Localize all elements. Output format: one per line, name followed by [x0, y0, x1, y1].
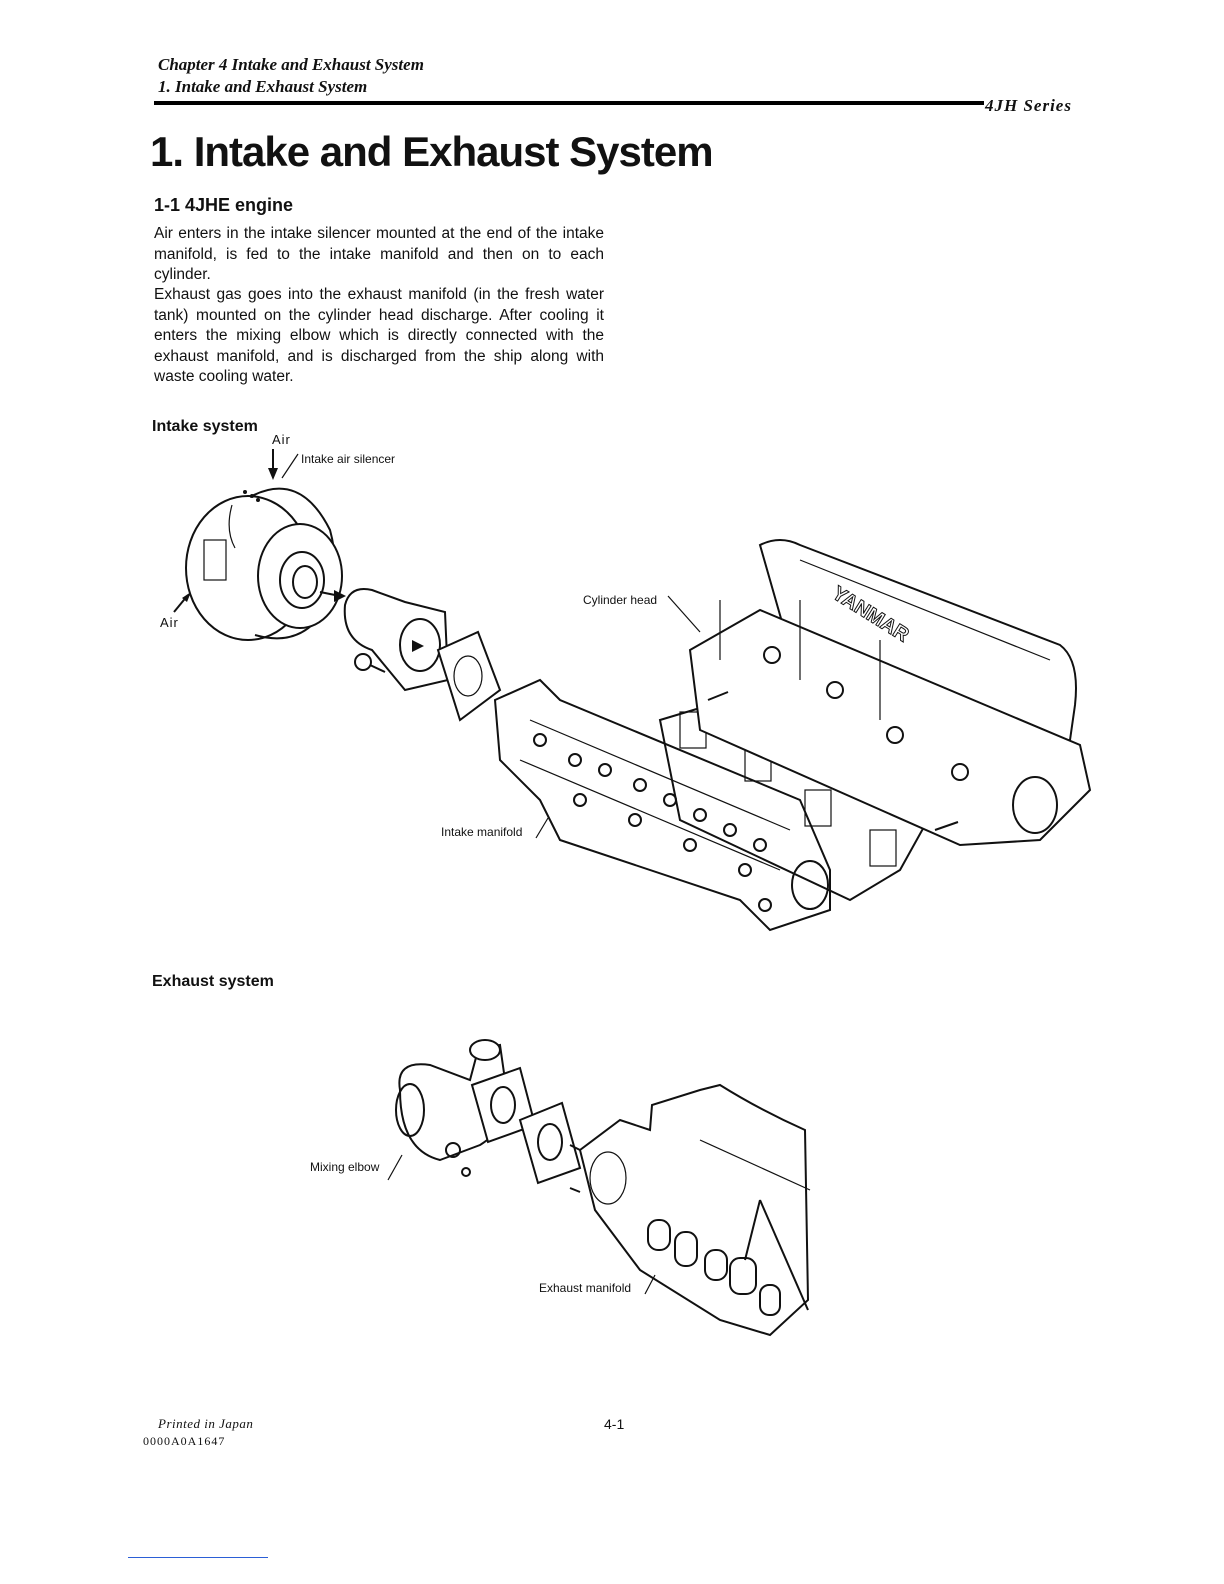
cylinder-head-label: Cylinder head — [583, 593, 658, 607]
air-arrow-left — [173, 592, 191, 613]
series-label: 4JH Series — [985, 96, 1072, 115]
exhaust-gasket-drawing — [518, 1101, 582, 1185]
document-code: 0000A0A1647 — [143, 1434, 226, 1448]
mixing-elbow-label: Mixing elbow — [310, 1160, 380, 1174]
chapter-header: Chapter 4 Intake and Exhaust System — [158, 55, 424, 74]
subsection-title: 1-1 4JHE engine — [154, 195, 294, 215]
intake-manifold-drawing — [493, 678, 831, 932]
page-number: 4-1 — [604, 1416, 625, 1432]
air-label-left: Air — [160, 615, 179, 630]
exhaust-manifold-label: Exhaust manifold — [539, 1281, 632, 1295]
printed-in-label: Printed in Japan — [158, 1416, 254, 1431]
intake-system-heading: Intake system — [152, 418, 258, 435]
cylinder-head-leader — [667, 595, 701, 633]
intake-air-silencer-label: Intake air silencer — [301, 452, 396, 466]
mixing-elbow-drawing — [395, 1039, 537, 1177]
exhaust-system-heading: Exhaust system — [152, 973, 274, 990]
intake-adapter-drawing — [343, 588, 502, 722]
section-header: 1. Intake and Exhaust System — [158, 77, 368, 96]
air-label-top: Air — [272, 432, 291, 447]
exhaust-paragraph: Exhaust gas goes into the exhaust manifo… — [154, 286, 604, 385]
mixing-elbow-leader — [387, 1154, 403, 1181]
intake-manifold-leader — [535, 817, 549, 839]
intake-manifold-label: Intake manifold — [441, 825, 523, 839]
air-arrow-top — [268, 449, 299, 480]
header-rule — [154, 101, 984, 105]
exhaust-manifold-leader — [644, 1274, 656, 1295]
bottom-link-line — [128, 1557, 268, 1558]
exhaust-manifold-drawing — [569, 1083, 811, 1337]
intake-paragraph: Air enters in the intake silencer mounte… — [154, 225, 604, 283]
cylinder-head-drawing: YANMAR — [658, 539, 1092, 902]
intake-silencer-drawing — [185, 487, 346, 641]
page-title: 1. Intake and Exhaust System — [150, 128, 714, 175]
